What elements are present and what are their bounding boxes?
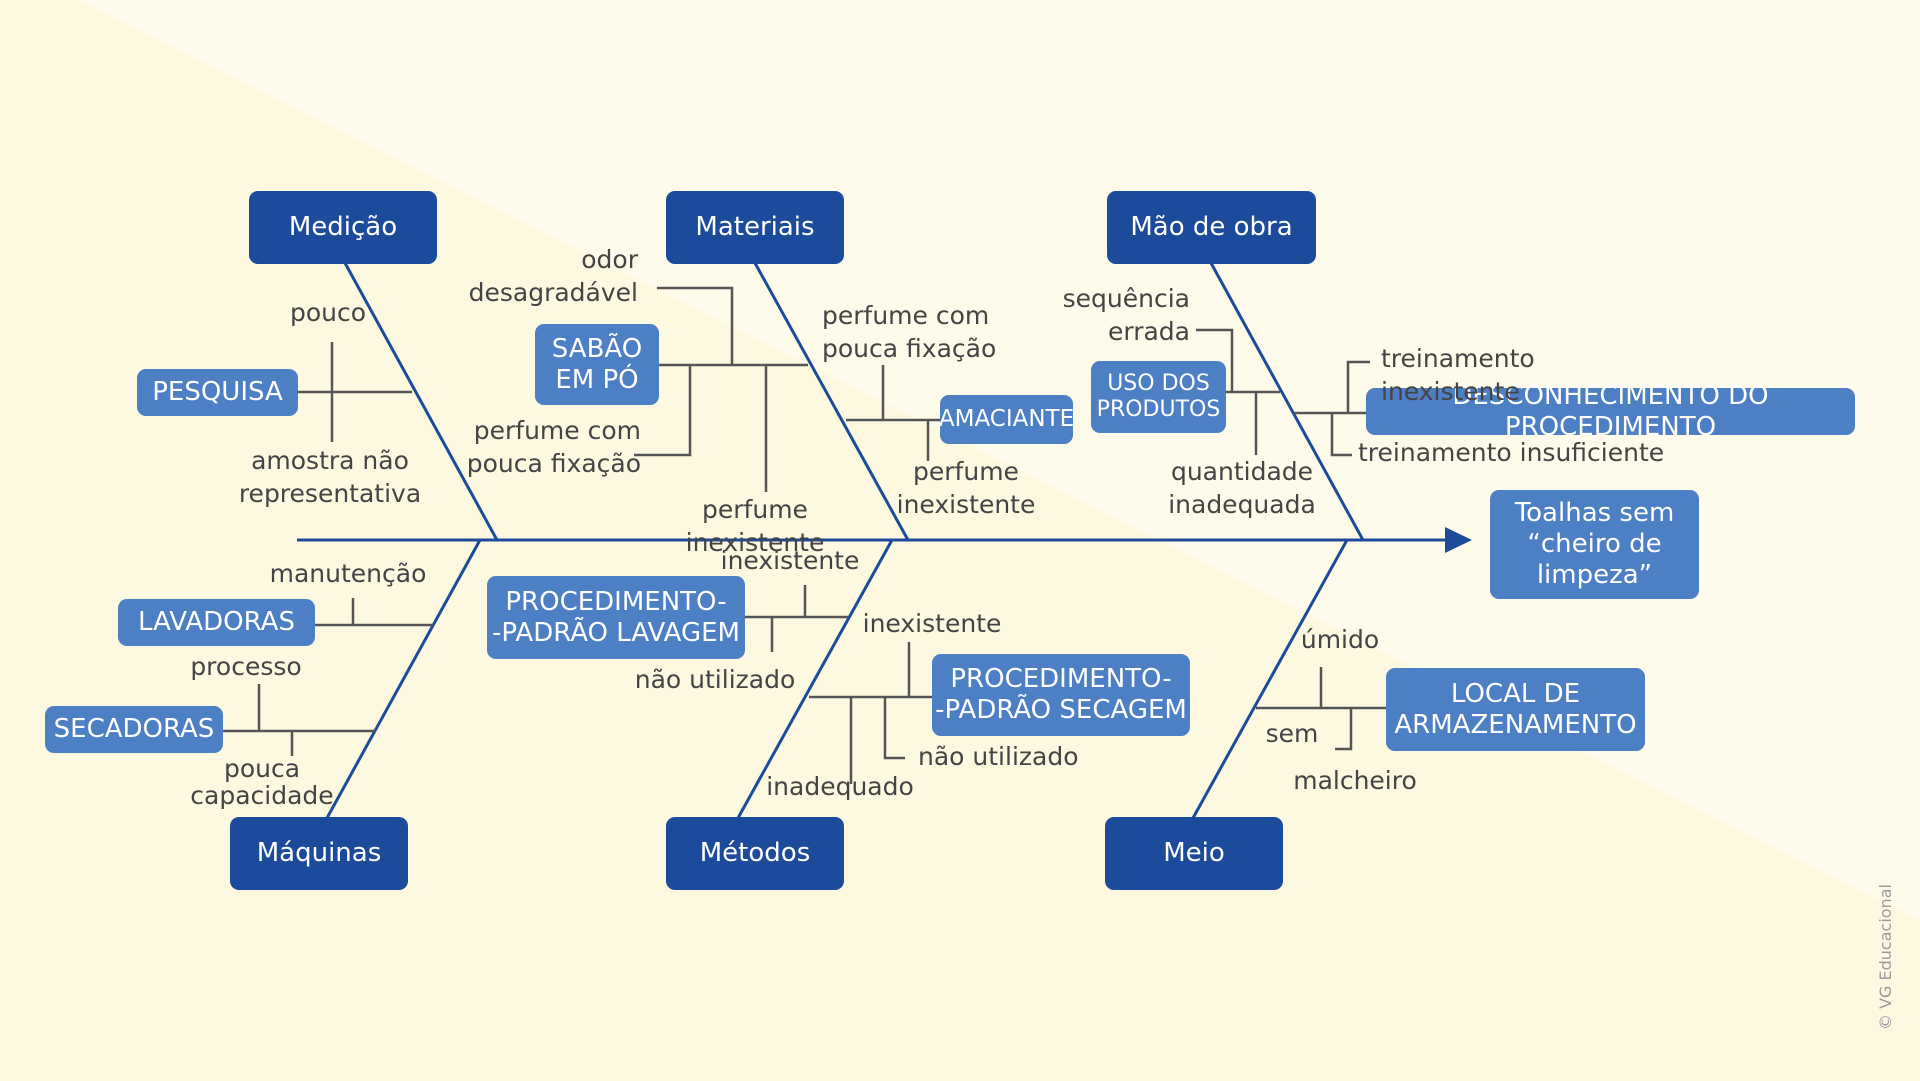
bone-maquinas <box>325 539 482 819</box>
detail-sem: sem <box>1265 719 1319 748</box>
credit-text: © VG Educacional <box>1876 884 1895 1030</box>
effect-box: Toalhas sem “cheiro de limpeza” <box>1490 490 1699 599</box>
detail-perfume-pouca-fixacao-1: perfume com pouca fixação <box>466 416 641 478</box>
cause-secadoras: SECADORAS <box>45 706 223 753</box>
category-materiais: Materiais <box>666 191 844 264</box>
detail-pouca-capacidade: pouca capacidade <box>190 754 334 810</box>
detail-treinamento-insuficiente: treinamento insuficiente <box>1358 438 1665 467</box>
detail-inexistente-2: inexistente <box>862 609 1002 638</box>
cause-sabao-em-po: SABÃO EM PÓ <box>535 324 659 405</box>
detail-amostra: amostra não representativa <box>238 446 422 508</box>
detail-treinamento-inexistente: treinamento inexistente <box>1381 344 1535 406</box>
bone-metodos <box>736 539 894 819</box>
detail-malcheiro: malcheiro <box>1293 766 1417 795</box>
cause-uso-dos-produtos: USO DOS PRODUTOS <box>1091 361 1226 433</box>
detail-inadequado: inadequado <box>766 772 914 801</box>
detail-umido: úmido <box>1300 625 1380 654</box>
category-mao-de-obra: Mão de obra <box>1107 191 1316 264</box>
category-maquinas: Máquinas <box>230 817 408 890</box>
bone-materiais <box>753 262 910 541</box>
detail-manutencao: manutenção <box>269 559 427 588</box>
detail-perfume-inexistente-1: perfume inexistente <box>685 495 825 557</box>
detail-odor: odor desagradável <box>468 245 638 307</box>
category-meio: Meio <box>1105 817 1283 890</box>
arrowhead <box>1445 527 1472 553</box>
cause-procedimento-lavagem: PROCEDIMENTO- -PADRÃO LAVAGEM <box>487 576 745 659</box>
detail-nao-utilizado-1: não utilizado <box>634 665 796 694</box>
detail-nao-utilizado-2: não utilizado <box>918 742 1079 771</box>
cause-lavadoras: LAVADORAS <box>118 599 315 646</box>
detail-quantidade-inadequada: quantidade inadequada <box>1168 457 1316 519</box>
cause-desconhecimento: DESCONHECIMENTO DO PROCEDIMENTO <box>1366 381 1855 442</box>
category-medicao: Medição <box>249 191 437 264</box>
bone-meio <box>1191 539 1349 819</box>
detail-perfume-inexistente-2: perfume inexistente <box>896 457 1036 519</box>
detail-perfume-pouca-fixacao-2: perfume com pouca fixação <box>822 301 997 363</box>
detail-processo: processo <box>190 652 302 681</box>
cause-pesquisa: PESQUISA <box>137 369 298 416</box>
detail-sequencia-errada: sequência errada <box>1062 284 1190 346</box>
cause-local-de-armazenamento: LOCAL DE ARMAZENAMENTO <box>1386 668 1645 751</box>
cause-amaciante: AMACIANTE <box>939 395 1074 444</box>
detail-inexistente-1: inexistente <box>720 546 860 575</box>
detail-pouco: pouco <box>289 298 367 327</box>
bone-mao-de-obra <box>1209 262 1365 541</box>
bone-medicao <box>343 262 499 541</box>
cause-procedimento-secagem: PROCEDIMENTO- -PADRÃO SECAGEM <box>932 654 1190 736</box>
category-metodos: Métodos <box>666 817 844 890</box>
